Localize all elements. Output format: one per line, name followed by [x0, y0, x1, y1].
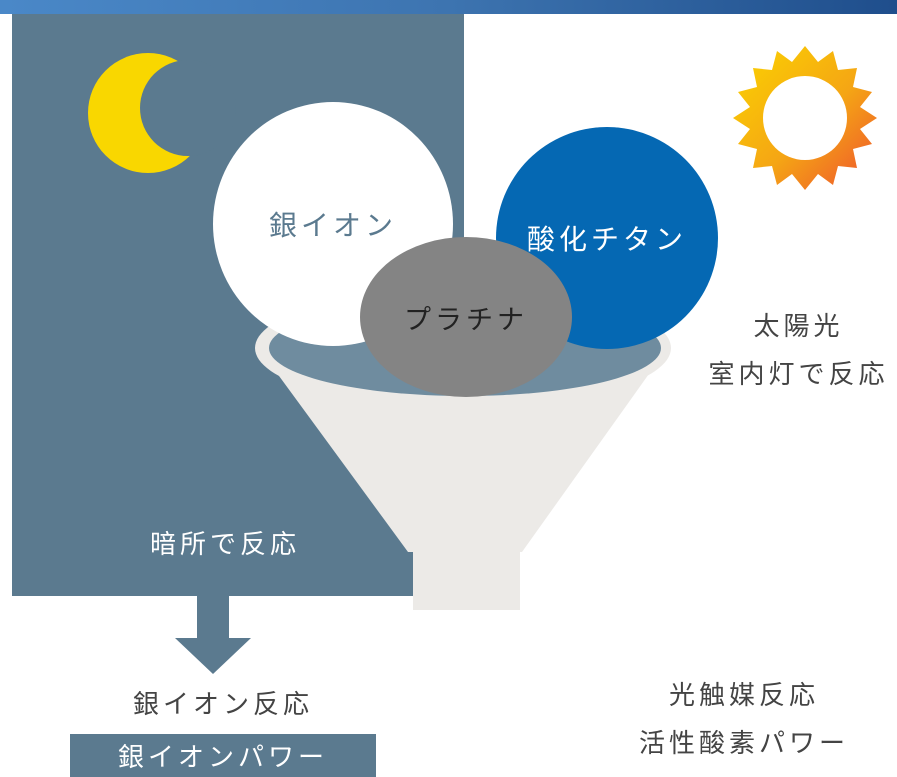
sun-icon [733, 46, 877, 190]
silver-ion-reaction-label: 銀イオン反応 [132, 690, 313, 720]
titanium-oxide-label: 酸化チタン [526, 223, 687, 256]
down-arrow-icon [175, 638, 251, 674]
platinum-label: プラチナ [404, 304, 528, 336]
silver-ion-label: 銀イオン [268, 209, 397, 242]
light-reaction-line2: 室内灯で反応 [708, 360, 889, 390]
silver-ion-power-badge: 銀イオンパワー [70, 734, 376, 777]
titanium-oxide-circle: 酸化チタン [496, 127, 718, 349]
light-reaction-line1: 太陽光 [753, 312, 844, 342]
down-arrow-stem [197, 596, 229, 640]
header-bar [0, 0, 897, 14]
dark-reaction-label: 暗所で反応 [149, 530, 300, 560]
photocatalyst-line1: 光触媒反応 [668, 681, 819, 711]
funnel-cone [260, 350, 666, 552]
platinum-circle: プラチナ [360, 237, 572, 397]
moon-icon [88, 53, 236, 173]
photocatalyst-line2: 活性酸素パワー [638, 729, 849, 759]
funnel-spout [413, 540, 520, 610]
